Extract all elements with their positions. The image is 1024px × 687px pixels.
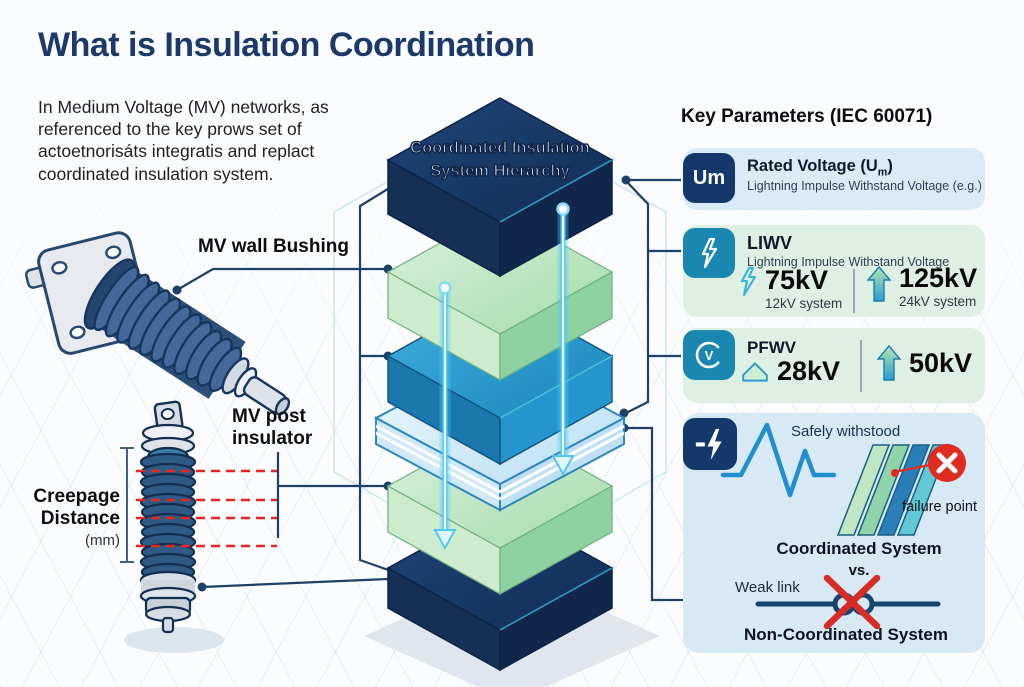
non-coordinated-system-label: Non-Coordinated System xyxy=(743,625,949,644)
impulse-arrow-right xyxy=(551,202,575,477)
failure-point-label: failure point xyxy=(902,499,977,515)
small-arrowhead-icon xyxy=(742,361,768,382)
value-divider xyxy=(860,340,862,392)
creepage-dashed-lines xyxy=(136,469,277,548)
rated-voltage-title-suffix: ) xyxy=(887,157,893,175)
coordinated-system-label: Coordinated System xyxy=(776,539,942,558)
liwv-title: LIWV xyxy=(747,233,792,253)
weak-link-label: Weak link xyxy=(735,579,800,596)
pfwv-value-2: 50kV xyxy=(909,347,973,378)
rated-voltage-subtitle: Lightning Impulse Withstand Voltage (e.g… xyxy=(747,179,982,193)
red-cross-icon xyxy=(823,574,881,630)
connector-lines xyxy=(176,178,686,602)
insulator-label: MV post insulator xyxy=(232,406,313,449)
card-system-comparison: Safely withstood failure point Coordinat… xyxy=(683,413,985,653)
pfwv-value-2-group: 50kV xyxy=(877,344,972,382)
liwv-system-1: 12kV system xyxy=(765,296,843,311)
mv-wall-bushing-illustration xyxy=(24,231,291,416)
impulse-waveform xyxy=(720,422,837,498)
lightning-bolt-icon xyxy=(683,228,735,278)
pfwv-value-1: 28kV xyxy=(777,356,841,386)
stack-title-line1: Coordinated Insulation xyxy=(410,139,590,157)
up-arrow-icon xyxy=(877,344,901,381)
liwv-value-2-group: 125kV 24kV system xyxy=(867,265,977,309)
failure-dot xyxy=(891,469,899,477)
pfwv-value-1-group: 28kV xyxy=(741,358,840,385)
liwv-value-1-group: 75kV 12kV system xyxy=(739,267,842,311)
weak-link-graphic xyxy=(755,574,941,630)
safely-withstood-label: Safely withstood xyxy=(791,423,901,440)
card-rated-voltage: Um Rated Voltage (Um) Lightning Impulse … xyxy=(683,148,985,210)
rated-voltage-subscript: m xyxy=(877,166,888,179)
liwv-value-2: 125kV xyxy=(899,263,978,293)
surge-withstand-icon xyxy=(683,418,737,470)
value-divider xyxy=(853,269,855,313)
page-title: What is Insulation Coordination xyxy=(38,26,535,64)
card-pfwv: V PFWV 28kV 50kV xyxy=(683,328,985,403)
creepage-label: Creepage Distance xyxy=(33,486,120,529)
rated-voltage-title: Rated Voltage (Um) xyxy=(747,157,893,178)
stack-layer-navy-top: Coordinated Insulation System Hierarchy xyxy=(386,97,614,278)
voltage-circle-icon: V xyxy=(683,330,735,380)
creepage-unit-label: (mm) xyxy=(85,532,120,549)
liwv-system-2: 24kV system xyxy=(899,294,977,309)
liwv-subtitle: Lightning Impulse Withstand Voltage xyxy=(747,255,950,269)
pfwv-title: PFWV xyxy=(747,338,797,357)
vs-label: vs. xyxy=(848,562,870,579)
impulse-arrow-left xyxy=(433,281,457,551)
key-parameters-heading: Key Parameters (IEC 60071) xyxy=(681,106,933,127)
voltage-circle-letter: V xyxy=(705,348,714,363)
card-liwv: LIWV Lightning Impulse Withstand Voltage… xyxy=(683,225,985,317)
creepage-measure-bracket xyxy=(120,447,134,563)
bushing-label: MV wall Bushing xyxy=(198,236,349,257)
intro-paragraph: In Medium Voltage (MV) networks, as refe… xyxy=(38,97,329,184)
rated-voltage-title-prefix: Rated Voltage (U xyxy=(747,157,878,175)
failure-x-icon xyxy=(928,444,966,482)
mv-post-insulator-illustration xyxy=(124,400,224,653)
stack-title-line2: System Hierarchy xyxy=(430,162,570,180)
comparison-graphics xyxy=(720,422,966,630)
small-lightning-icon xyxy=(740,267,757,297)
up-arrow-icon xyxy=(867,265,891,302)
um-badge-icon: Um xyxy=(683,153,735,203)
liwv-value-1: 75kV xyxy=(765,265,829,295)
failure-line xyxy=(898,463,931,473)
